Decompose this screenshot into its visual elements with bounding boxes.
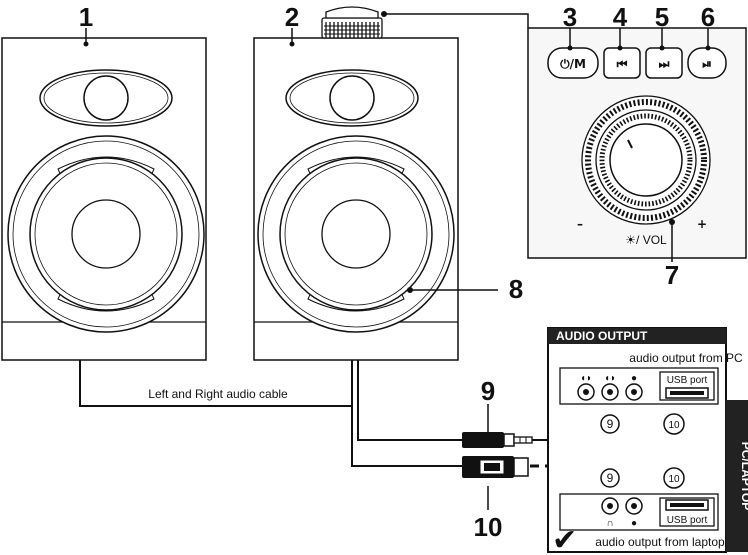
svg-text:⏯: ⏯: [702, 57, 712, 71]
laptop-mic-port[interactable]: [625, 497, 643, 515]
volume-minus-label: –: [577, 217, 583, 231]
play-pause-button[interactable]: ⏯: [687, 47, 727, 79]
speaker-cables: [79, 360, 462, 467]
circled-9-bottom: 9: [607, 471, 614, 485]
callout-4: 4: [613, 2, 628, 32]
pc-mic-port[interactable]: [625, 383, 643, 401]
laptop-caption: audio output from laptop: [595, 535, 725, 549]
usb-plug: [462, 456, 529, 478]
svg-text:⏭: ⏭: [659, 57, 670, 71]
callout-7: 7: [665, 260, 679, 290]
audio-out-icon: ◖◗: [604, 373, 616, 384]
laptop-usb-port[interactable]: [659, 497, 715, 527]
light-volume-label: ☀/ VOL: [625, 233, 667, 247]
pc-laptop-panel: AUDIO OUTPUT PC/LAPTOP audio output from…: [547, 327, 748, 555]
callout-1: 1: [79, 2, 93, 32]
headphone-icon: ∩: [606, 518, 613, 529]
pc-usb-port[interactable]: [659, 371, 715, 401]
volume-plus-label: +: [697, 217, 707, 231]
mic-icon-bottom: ●: [631, 518, 637, 529]
callout-9: 9: [481, 376, 495, 406]
volume-light-knob[interactable]: [581, 95, 711, 225]
control-panel: ⏻/M ⏮ ⏭ ⏯ – + ☀/ VOL: [527, 27, 747, 262]
previous-track-button[interactable]: ⏮: [603, 47, 641, 79]
callout-5: 5: [655, 2, 669, 32]
callout-10: 10: [474, 512, 503, 542]
svg-text:⏻/M: ⏻/M: [560, 57, 586, 71]
left-speaker: [1, 37, 207, 361]
circled-10-bottom: 10: [668, 474, 680, 485]
next-track-button[interactable]: ⏭: [645, 47, 683, 79]
circled-9-top: 9: [607, 417, 614, 431]
pc-caption: audio output from PC: [629, 351, 743, 365]
usb-label-bottom: USB port: [667, 515, 708, 526]
right-speaker: [253, 6, 459, 361]
audio-output-title: AUDIO OUTPUT: [556, 329, 648, 343]
usb-label-top: USB port: [667, 375, 708, 386]
pc-audio-port[interactable]: [601, 383, 619, 401]
pc-speaker-port[interactable]: [577, 383, 595, 401]
pc-laptop-side-label: PC/LAPTOP: [739, 442, 748, 510]
speaker-icon: ◖◗: [580, 373, 592, 384]
top-volume-knob[interactable]: [321, 6, 383, 39]
laptop-headphone-port[interactable]: [601, 497, 619, 515]
mic-icon: ●: [631, 373, 637, 384]
svg-text:⏮: ⏮: [617, 57, 628, 71]
circled-10-top: 10: [668, 420, 680, 431]
cable-label: Left and Right audio cable: [148, 387, 288, 401]
power-mode-button[interactable]: ⏻/M: [547, 47, 599, 79]
callout-6: 6: [701, 2, 715, 32]
callout-2: 2: [285, 2, 299, 32]
callout-8: 8: [509, 274, 523, 304]
check-mark-icon: ✔: [552, 523, 577, 555]
callout-3: 3: [563, 2, 577, 32]
audio-jack-plug: [462, 432, 533, 448]
